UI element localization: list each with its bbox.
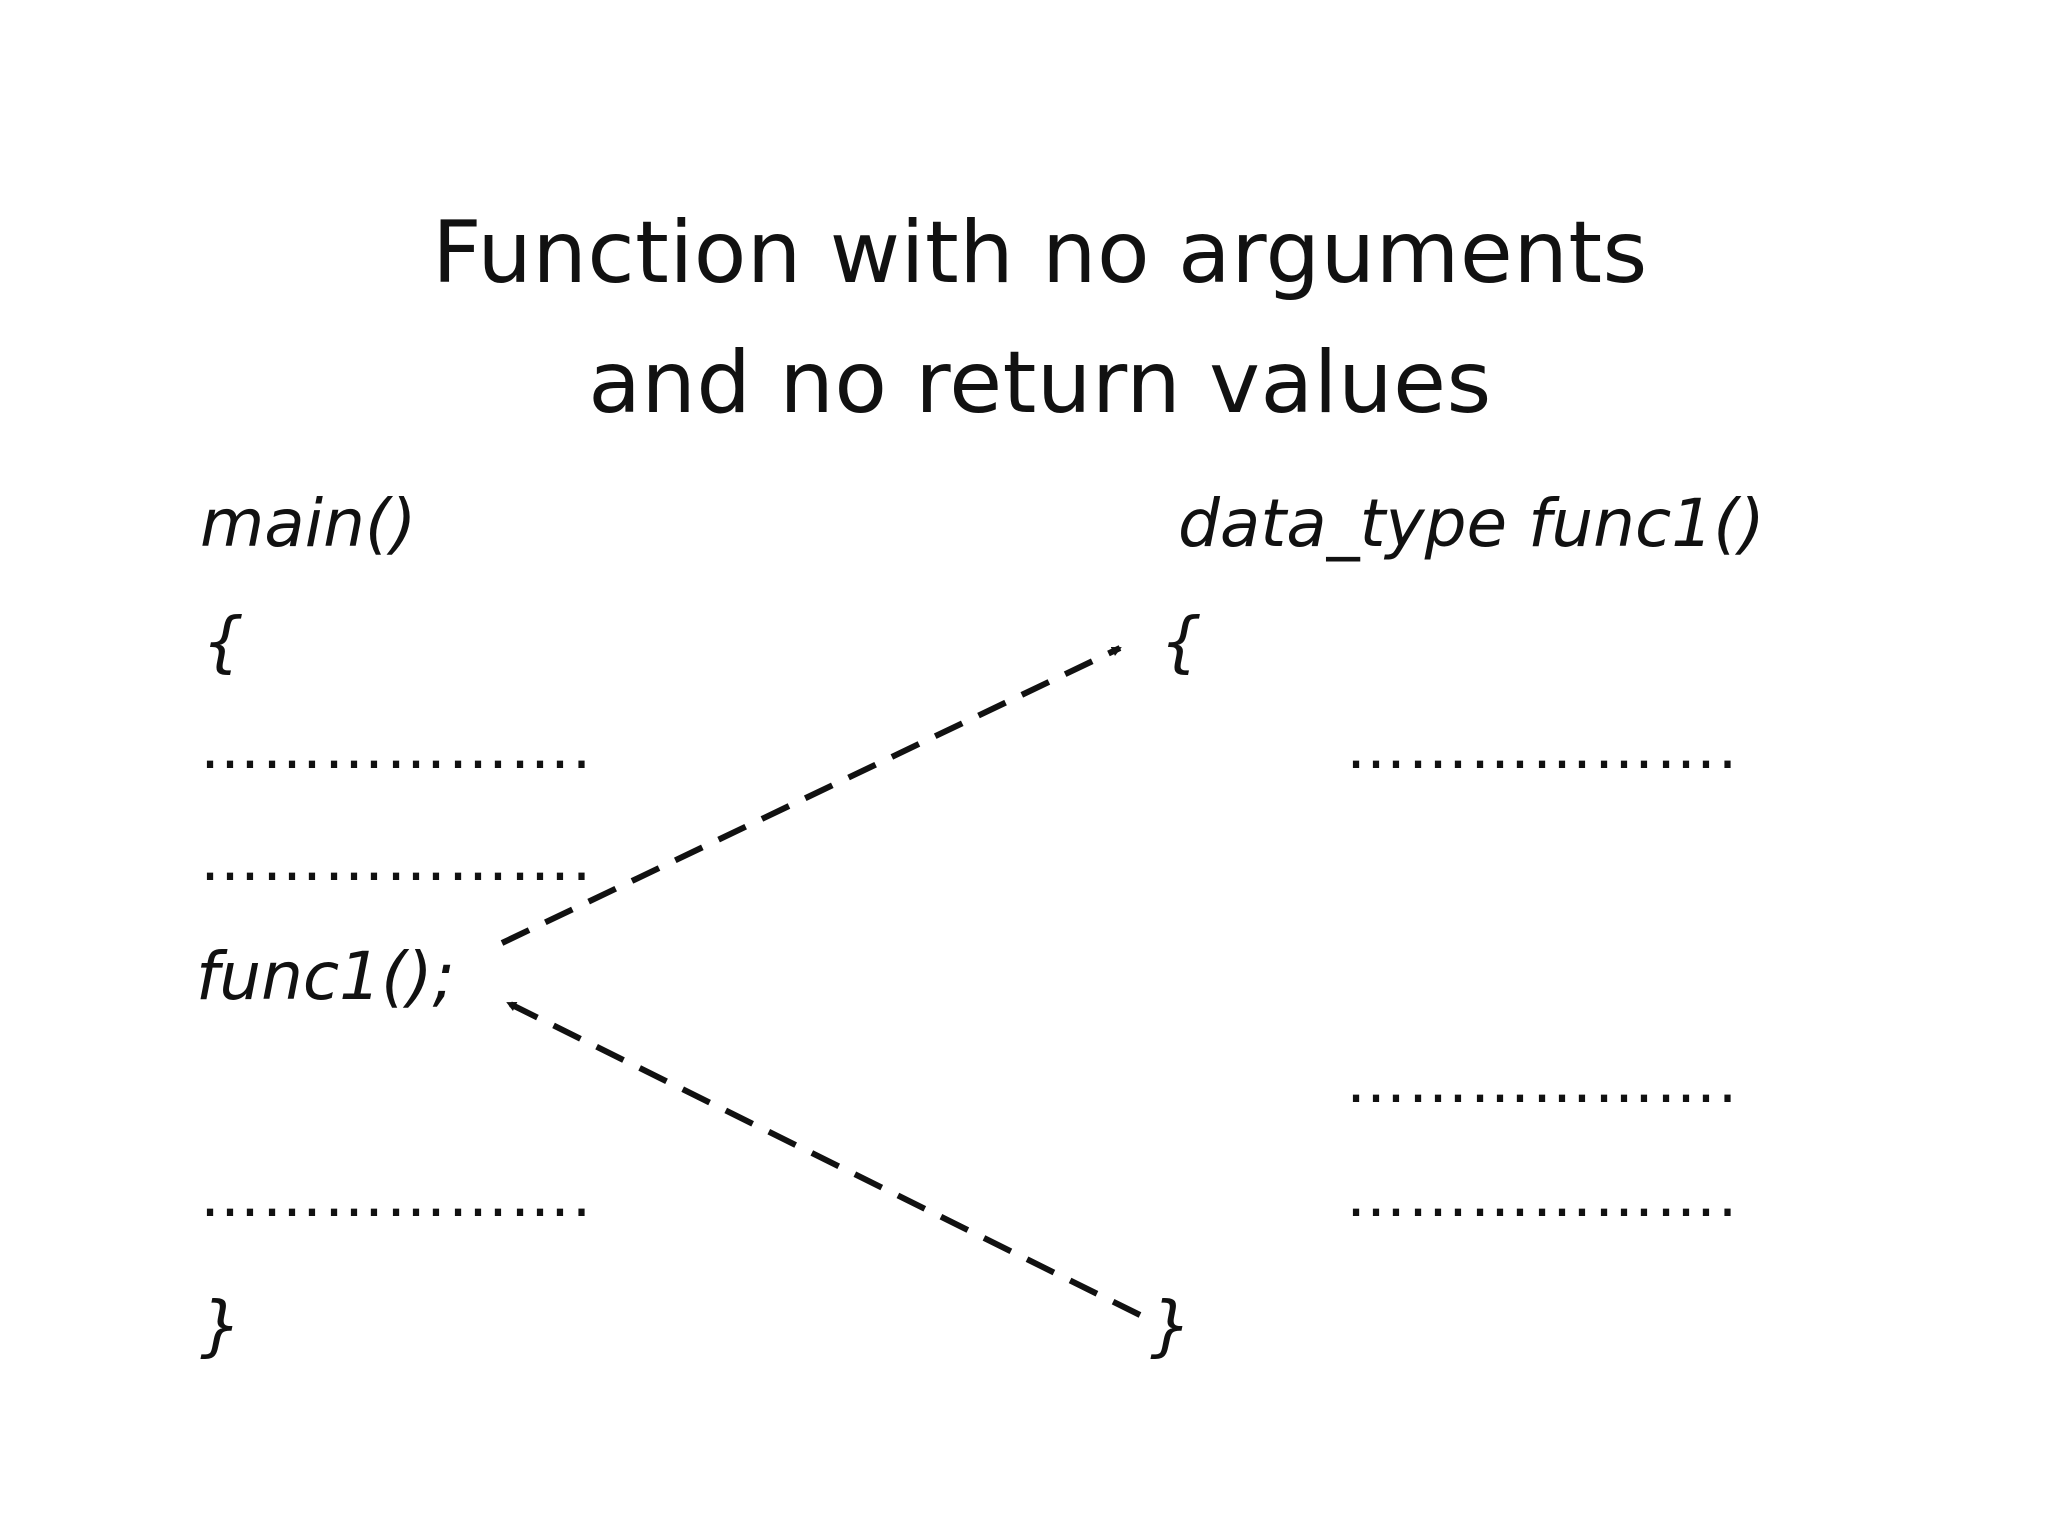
main-placeholder-line-3: ………………. <box>200 1161 594 1231</box>
call-arrow <box>500 645 1122 946</box>
main-placeholder-line-1: ………………. <box>200 713 594 783</box>
slide-title: Function with no arguments and no return… <box>0 188 2048 448</box>
func1-close-brace: } <box>1150 1287 1192 1364</box>
main-close-brace: } <box>200 1287 242 1364</box>
main-placeholder-line-2: ………………. <box>200 825 594 895</box>
main-open-brace: { <box>202 603 244 680</box>
func1-placeholder-line-3: ………………. <box>1346 1161 1740 1231</box>
function-call-statement: func1(); <box>196 938 455 1015</box>
func1-placeholder-line-1: ………………. <box>1346 713 1740 783</box>
title-line-1: Function with no arguments <box>432 203 1648 303</box>
title-line-2: and no return values <box>588 333 1492 433</box>
func1-definition-header: data_type func1() <box>1178 485 1765 562</box>
func1-placeholder-line-2: ………………. <box>1346 1047 1740 1117</box>
return-arrow <box>506 1000 1142 1318</box>
main-function-header: main() <box>200 485 417 562</box>
func1-open-brace: { <box>1160 603 1202 680</box>
